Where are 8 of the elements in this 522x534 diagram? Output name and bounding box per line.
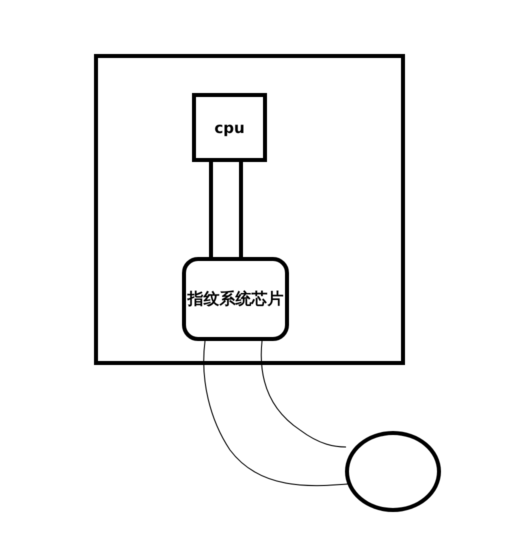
device-box — [94, 54, 405, 365]
cpu-box — [192, 93, 267, 162]
bus-connector — [209, 160, 243, 259]
node-label: 指纹系统芯片 — [188, 288, 284, 310]
chip-box — [182, 257, 289, 341]
cable-connector — [203, 340, 348, 486]
node-label: cpu — [214, 118, 245, 136]
sensor-circle — [345, 431, 441, 512]
